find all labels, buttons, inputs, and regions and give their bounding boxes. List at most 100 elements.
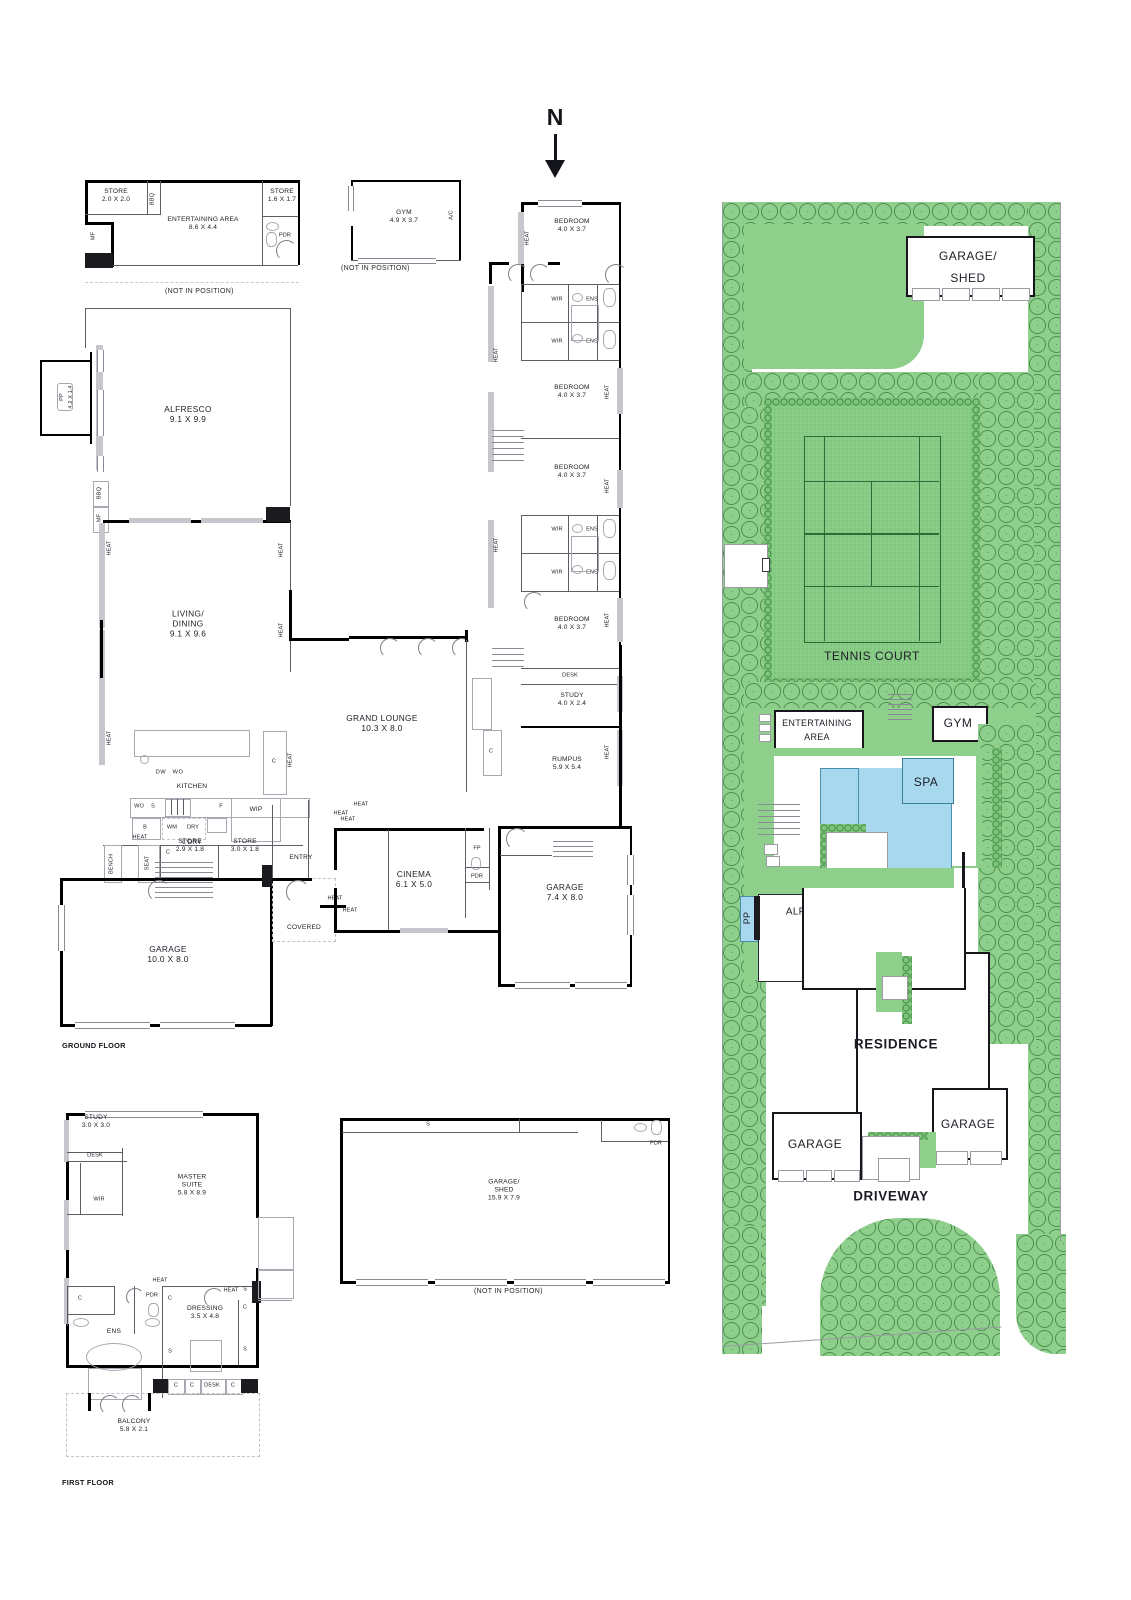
wall xyxy=(111,222,114,267)
wall xyxy=(297,180,300,265)
north-arrow: N xyxy=(532,104,578,180)
wall xyxy=(85,308,291,309)
wall-pier xyxy=(241,1379,258,1393)
wall xyxy=(334,828,484,831)
door-swing xyxy=(524,592,544,612)
door-swing xyxy=(605,264,627,286)
bath-fixture xyxy=(603,561,616,580)
wall xyxy=(67,1314,115,1315)
site-garage-shed xyxy=(906,236,1035,297)
wall xyxy=(256,1268,259,1368)
window xyxy=(358,258,436,264)
room-gym-detached: GYM 4.9 X 3.7 xyxy=(389,209,419,224)
cooktop xyxy=(165,799,191,817)
basin-fixture xyxy=(145,1318,160,1327)
wall xyxy=(521,515,619,516)
room-grand-lounge: GRAND LOUNGE 10.3 X 8.0 xyxy=(346,713,418,733)
label-heat-12: HEAT xyxy=(524,230,531,246)
room-dressing: DRESSING 3.5 X 4.8 xyxy=(186,1305,224,1320)
glazing-panel xyxy=(488,392,494,472)
site-label-residence: RESIDENCE xyxy=(853,1036,939,1052)
glazing-panel xyxy=(518,212,524,264)
site-label-entertaining-2: AREA xyxy=(804,732,830,742)
wall xyxy=(619,645,622,827)
wall xyxy=(489,262,509,265)
window xyxy=(97,390,104,436)
wall xyxy=(308,800,309,878)
site-label-garage-right: GARAGE xyxy=(940,1117,996,1131)
paving-step xyxy=(759,724,771,732)
toilet-fixture xyxy=(471,857,481,870)
toilet-fixture xyxy=(148,1303,159,1317)
wall xyxy=(489,828,490,890)
label-ac: A/C xyxy=(448,210,455,220)
court-net xyxy=(804,533,939,535)
wall xyxy=(618,202,621,647)
label-s-shed: S xyxy=(426,1121,430,1128)
paving-step xyxy=(759,714,771,722)
label-dw-2: WO xyxy=(172,769,184,776)
label-dw-1: DW xyxy=(155,769,167,776)
glazing-panel xyxy=(488,520,494,608)
wall-pier xyxy=(266,507,290,522)
wall xyxy=(162,1286,163,1398)
label-heat-14: HEAT xyxy=(493,537,500,553)
wall xyxy=(103,845,303,846)
partition xyxy=(85,214,148,215)
site-stair xyxy=(888,694,912,722)
wall xyxy=(349,636,467,639)
wall xyxy=(67,1286,68,1326)
bathtub-fixture xyxy=(86,1343,142,1371)
wall xyxy=(521,553,619,554)
wall xyxy=(667,1118,670,1284)
door-swing xyxy=(506,828,528,850)
court-hedge-north xyxy=(764,398,980,406)
wall xyxy=(67,1214,123,1215)
label-heat-f2: HEAT xyxy=(152,1277,168,1284)
entry-step xyxy=(878,1158,910,1182)
wall-pier xyxy=(252,1281,261,1303)
site-plan: GARAGE/ SHED TENNIS COURT xyxy=(716,196,1076,1356)
site-label-garage-shed-2: SHED xyxy=(950,271,986,285)
wall xyxy=(290,308,291,506)
door-swing xyxy=(100,1395,120,1415)
wall xyxy=(521,322,619,323)
door-swing xyxy=(380,638,400,658)
stair-run xyxy=(155,862,213,900)
room-kitchen: KITCHEN xyxy=(176,783,208,791)
label-pdr: PDR xyxy=(278,232,292,239)
wall xyxy=(521,284,619,285)
paving-step xyxy=(759,734,771,742)
wall xyxy=(191,520,201,523)
courtyard-paving xyxy=(882,976,908,1000)
note-not-in-position-2: (NOT IN POSITION) xyxy=(341,265,410,272)
glazing-panel xyxy=(99,523,105,628)
cooktop-line xyxy=(183,799,184,815)
wall xyxy=(88,1393,91,1411)
seat-bench xyxy=(138,845,160,883)
north-arrow-shaft xyxy=(554,134,557,166)
wall-pier xyxy=(153,1379,168,1393)
guide-line xyxy=(258,1300,292,1301)
window xyxy=(538,200,582,207)
label-entry: ENTRY xyxy=(289,854,313,862)
label-heat-13: HEAT xyxy=(493,347,500,363)
label-c-f3: C xyxy=(242,1304,248,1311)
wall xyxy=(597,515,598,591)
garage-door xyxy=(356,1279,428,1286)
balcony-outline xyxy=(66,1393,260,1457)
room-store-2: STORE 1.6 X 1.7 xyxy=(267,188,297,203)
wall xyxy=(256,1113,259,1218)
shed-door xyxy=(942,288,970,301)
window xyxy=(58,905,65,951)
bbq-bench xyxy=(93,481,109,508)
door-swing xyxy=(508,264,528,284)
room-store-1: STORE 2.0 X 2.0 xyxy=(101,188,131,203)
room-cinema: CINEMA 6.1 X 5.0 xyxy=(395,869,433,889)
label-desk-1: DESK xyxy=(562,672,578,679)
stepping-stone xyxy=(766,856,780,867)
wall xyxy=(85,222,113,225)
wall xyxy=(85,308,86,348)
fireplace xyxy=(472,678,492,730)
shed-door xyxy=(912,288,940,301)
